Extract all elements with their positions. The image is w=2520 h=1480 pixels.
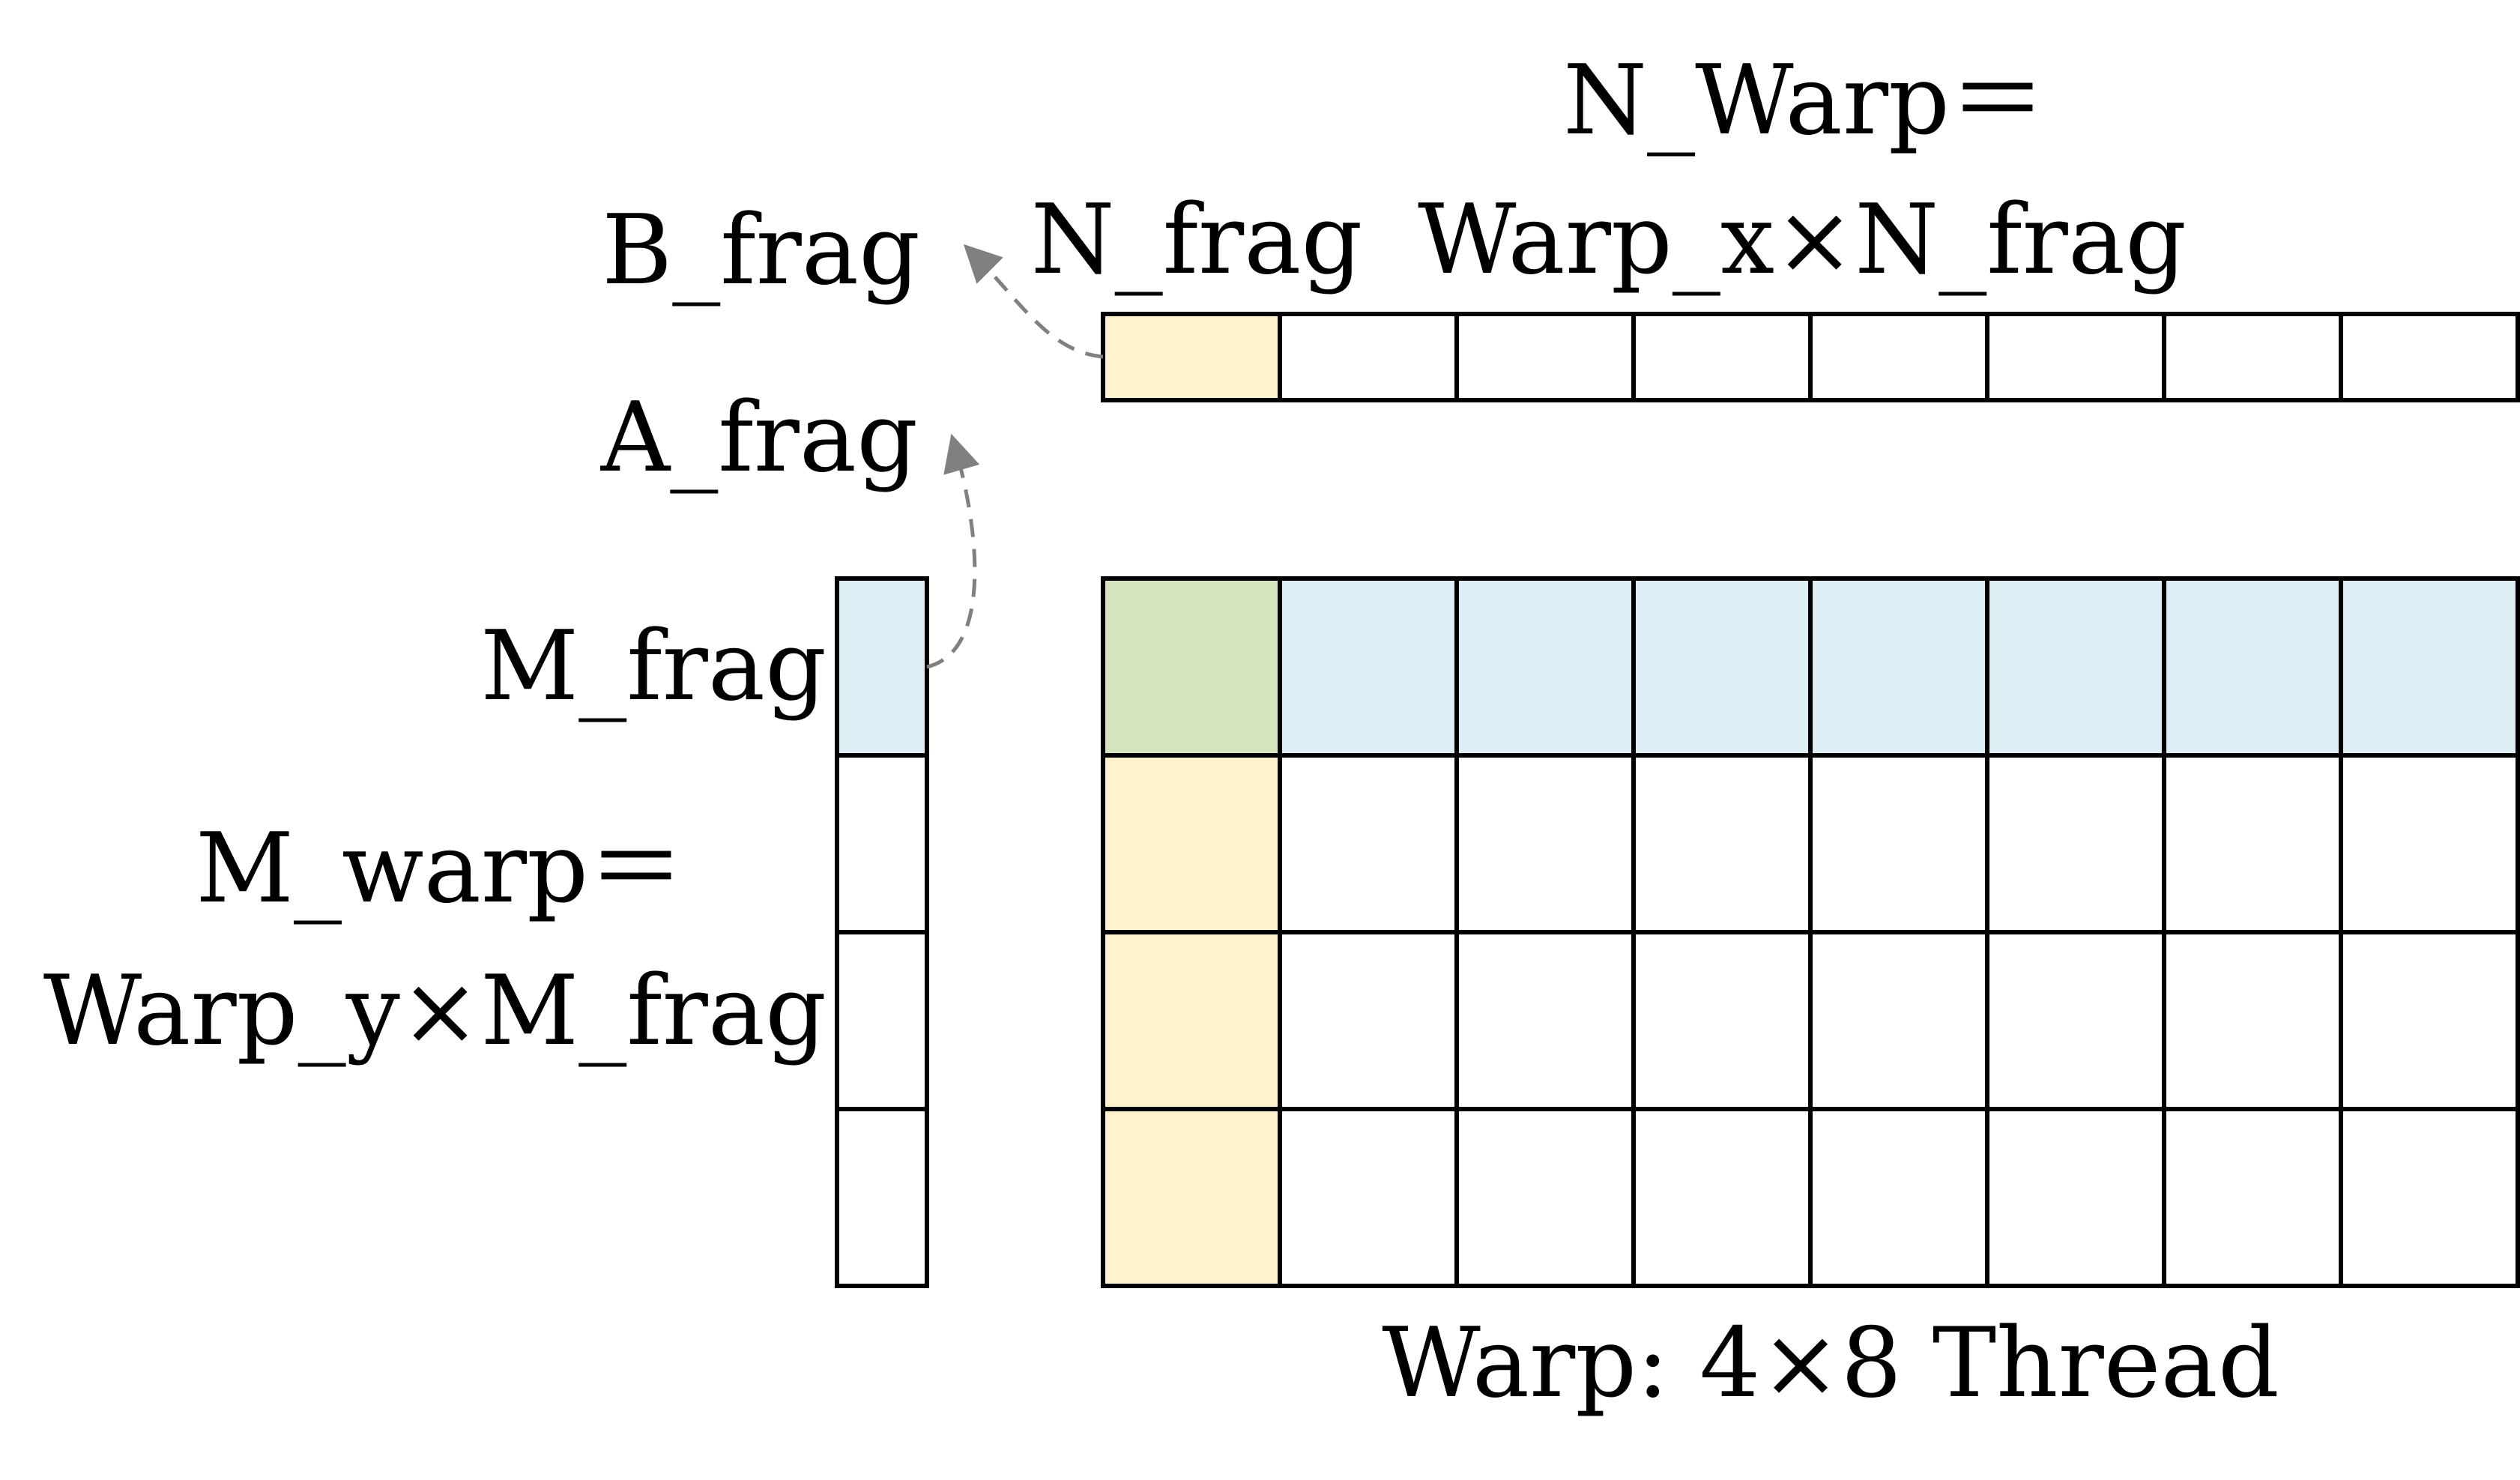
- a-frag-arrow: [926, 433, 980, 669]
- a-frag-cell: [835, 576, 929, 758]
- n-warp-label-line2: Warp_x×N_frag: [1418, 184, 2187, 296]
- thread-cell: [1101, 753, 1282, 934]
- thread-cell: [1278, 576, 1459, 758]
- thread-cell: [1808, 930, 1989, 1111]
- thread-cell: [1985, 930, 2166, 1111]
- a-frag-cell: [835, 753, 929, 934]
- b-frag-cell: [1985, 312, 2166, 402]
- m-warp-label-line2: Warp_y×M_frag: [43, 955, 827, 1067]
- m-frag-label: M_frag: [480, 611, 827, 722]
- thread-cell: [2162, 1107, 2343, 1288]
- n-warp-label-line1: N_Warp＝: [1563, 45, 2046, 157]
- thread-cell: [1985, 1107, 2166, 1288]
- thread-cell: [2339, 1107, 2520, 1288]
- thread-cell: [1631, 930, 1813, 1111]
- a-frag-label: A_frag: [600, 382, 918, 494]
- thread-cell: [1808, 576, 1989, 758]
- b-frag-cell: [1631, 312, 1813, 402]
- thread-cell: [1101, 576, 1282, 758]
- thread-cell: [1454, 576, 1636, 758]
- thread-cell: [1631, 1107, 1813, 1288]
- b-fragment-row: [1101, 312, 2520, 402]
- thread-cell: [1278, 930, 1459, 1111]
- b-frag-label: B_frag: [602, 195, 920, 306]
- thread-cell: [1278, 1107, 1459, 1288]
- thread-cell: [1454, 1107, 1636, 1288]
- thread-cell: [1454, 930, 1636, 1111]
- n-frag-label: N_frag: [1031, 184, 1363, 296]
- warp-thread-grid: [1101, 576, 2520, 1288]
- thread-cell: [1454, 753, 1636, 934]
- thread-cell: [2162, 930, 2343, 1111]
- thread-cell: [1985, 576, 2166, 758]
- b-frag-cell: [2339, 312, 2520, 402]
- thread-cell: [1631, 576, 1813, 758]
- warp-thread-caption: Warp: 4×8 Thread: [1382, 1308, 2279, 1419]
- thread-cell: [1101, 930, 1282, 1111]
- b-frag-cell: [1278, 312, 1459, 402]
- thread-cell: [2339, 576, 2520, 758]
- b-frag-cell: [2162, 312, 2343, 402]
- a-fragment-column: [835, 576, 929, 1288]
- b-frag-cell: [1454, 312, 1636, 402]
- thread-cell: [2339, 930, 2520, 1111]
- thread-cell: [1808, 1107, 1989, 1288]
- thread-cell: [1278, 753, 1459, 934]
- thread-cell: [2162, 753, 2343, 934]
- thread-cell: [2339, 753, 2520, 934]
- a-frag-cell: [835, 1107, 929, 1288]
- thread-cell: [1631, 753, 1813, 934]
- b-frag-cell: [1808, 312, 1989, 402]
- thread-cell: [1985, 753, 2166, 934]
- m-warp-label-line1: M_warp＝: [196, 813, 684, 925]
- b-frag-cell: [1101, 312, 1282, 402]
- thread-cell: [1808, 753, 1989, 934]
- a-frag-cell: [835, 930, 929, 1111]
- thread-cell: [1101, 1107, 1282, 1288]
- thread-cell: [2162, 576, 2343, 758]
